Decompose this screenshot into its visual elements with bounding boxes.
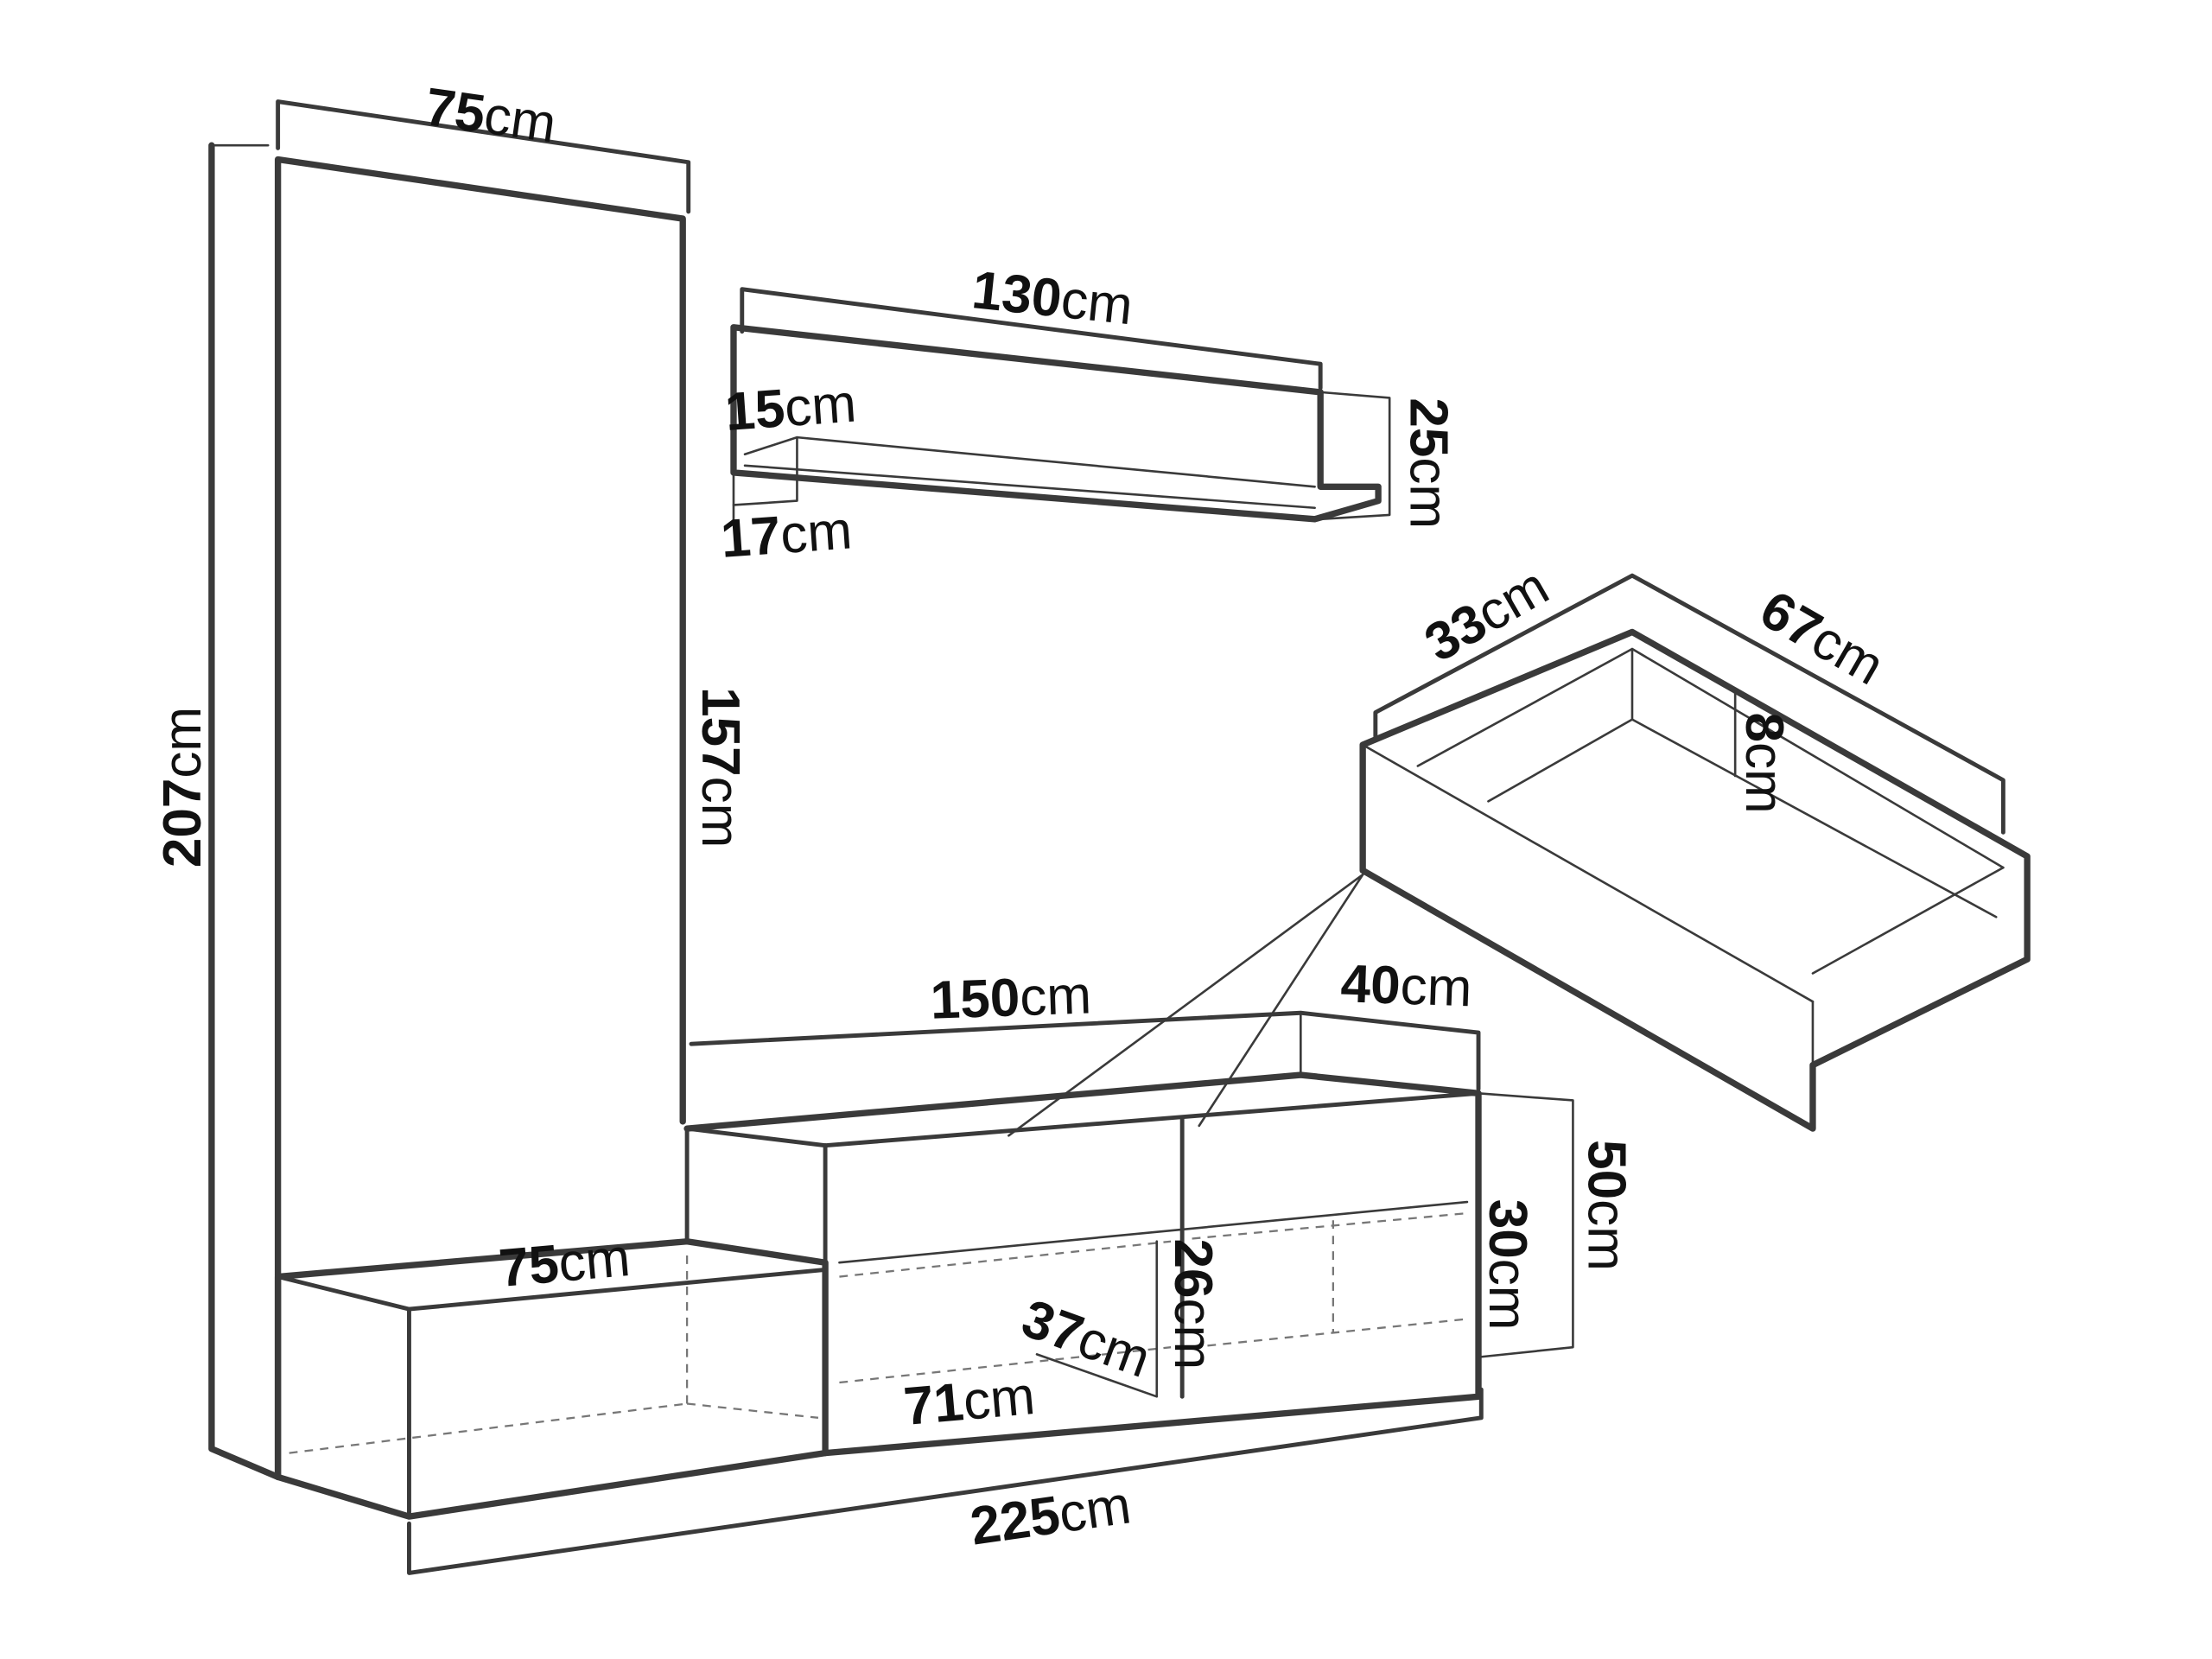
tall-wall-panel <box>208 99 691 1481</box>
label-cabinet-depth: 40cm <box>1340 954 1473 1018</box>
label-shelf-depth: 15cm <box>723 374 858 442</box>
label-open-height: 30cm <box>1478 1199 1537 1331</box>
label-drawer-height: 8cm <box>1734 712 1794 813</box>
label-niche-height: 26cm <box>1163 1238 1223 1370</box>
label-total-height: 207cm <box>153 707 213 868</box>
label-panel-height: 157cm <box>690 687 750 848</box>
label-shelf-lip: 17cm <box>719 500 854 569</box>
label-panel-width: 75cm <box>422 77 560 154</box>
low-cabinet <box>274 1238 1484 1575</box>
label-niche-width: 71cm <box>901 1366 1037 1437</box>
label-niche-depth: 37cm <box>1014 1288 1158 1389</box>
label-shelf-height: 25cm <box>1399 397 1459 529</box>
dimension-labels: 75cm 130cm 15cm 17cm 25cm 33cm 67cm 8cm … <box>153 77 1894 1556</box>
label-cabinet-height: 50cm <box>1576 1140 1636 1271</box>
label-cabinet-width: 150cm <box>930 965 1092 1030</box>
label-shelf-width: 130cm <box>969 260 1135 336</box>
tv-cabinet <box>683 1010 1574 1457</box>
label-low-width: 75cm <box>497 1228 632 1299</box>
label-drawer-depth: 33cm <box>1415 556 1559 674</box>
label-total-width: 225cm <box>967 1475 1135 1556</box>
wall-shelf <box>730 287 1391 524</box>
